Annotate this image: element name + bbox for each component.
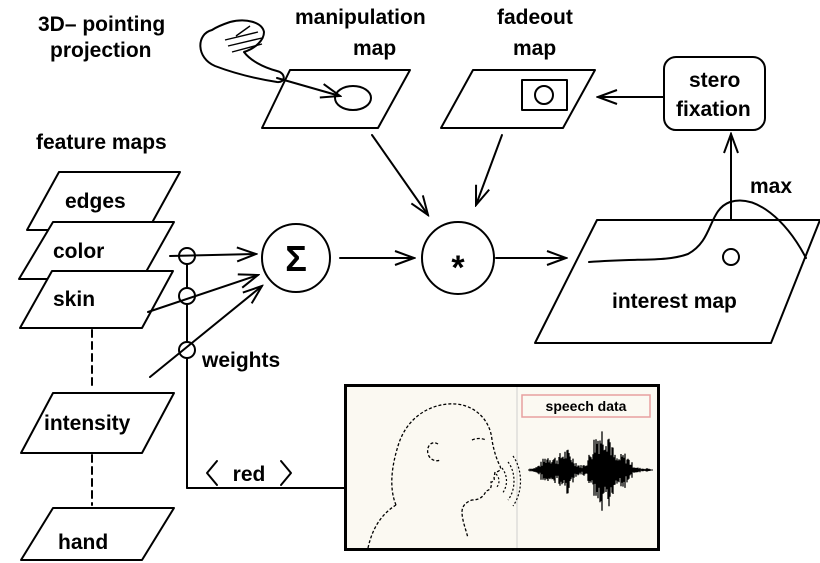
fadeout-circle: [534, 85, 554, 105]
interest-map-label: interest map: [612, 290, 737, 313]
pointing-label-line2: projection: [50, 39, 152, 62]
red-label: red: [233, 463, 266, 486]
speech-waveform: [528, 431, 653, 511]
manipulation-map-title-line1: manipulation: [295, 6, 426, 29]
svg-text:intensity: intensity: [44, 412, 131, 435]
intensity-to-sum-arrow: [149, 286, 262, 378]
svg-text:edges: edges: [65, 190, 126, 213]
stereo-fixation-box: [663, 56, 766, 131]
pointing-label-line1: 3D– pointing: [38, 13, 165, 36]
feature-maps-title: feature maps: [36, 131, 167, 154]
fadeout-map-title-line2: map: [513, 37, 556, 60]
skin-to-sum-arrow: [147, 275, 258, 313]
head-profile-icon: [367, 403, 502, 549]
svg-text:skin: skin: [53, 288, 95, 311]
color-to-sum-arrow: [169, 254, 256, 256]
speech-data-label: speech data: [546, 398, 627, 414]
fadeout-map-plane: [440, 69, 596, 129]
interest-map-curve: [588, 199, 807, 263]
manipulation-map-title-line2: map: [353, 37, 396, 60]
weight-node-intensity: [178, 341, 196, 359]
interest-map-plane: [534, 219, 820, 344]
fadeout-to-multiplier-arrow: [476, 134, 503, 205]
multiply-symbol: *: [451, 249, 465, 287]
speech-data-label-box: [521, 394, 651, 418]
svg-text:color: color: [53, 240, 104, 263]
sum-node: [261, 223, 331, 293]
feature-map-intensity: intensity: [20, 392, 175, 454]
fadeout-map-title-line1: fadeout: [497, 6, 573, 29]
weights-label: weights: [201, 349, 280, 372]
stereo-fixation-label-line2: fixation: [676, 98, 751, 121]
pointing-hand-icon: [199, 19, 285, 84]
svg-text:hand: hand: [58, 531, 108, 554]
feature-map-skin: skin: [19, 270, 174, 329]
feature-map-hand: hand: [20, 507, 175, 561]
interest-max-point: [722, 248, 740, 266]
sound-waves-icon: [495, 455, 522, 507]
fadeout-box: [521, 79, 568, 111]
feature-map-color: color: [18, 221, 175, 280]
stereo-fixation-label-line1: stero: [689, 69, 740, 92]
multiplier-node: [421, 221, 495, 295]
red-left-angle: [206, 460, 218, 486]
manipulation-to-multiplier-arrow: [371, 134, 428, 215]
max-label: max: [750, 175, 792, 198]
sum-symbol: Σ: [285, 238, 307, 279]
pointing-projection-arrow: [276, 77, 340, 96]
red-right-angle: [280, 460, 292, 486]
